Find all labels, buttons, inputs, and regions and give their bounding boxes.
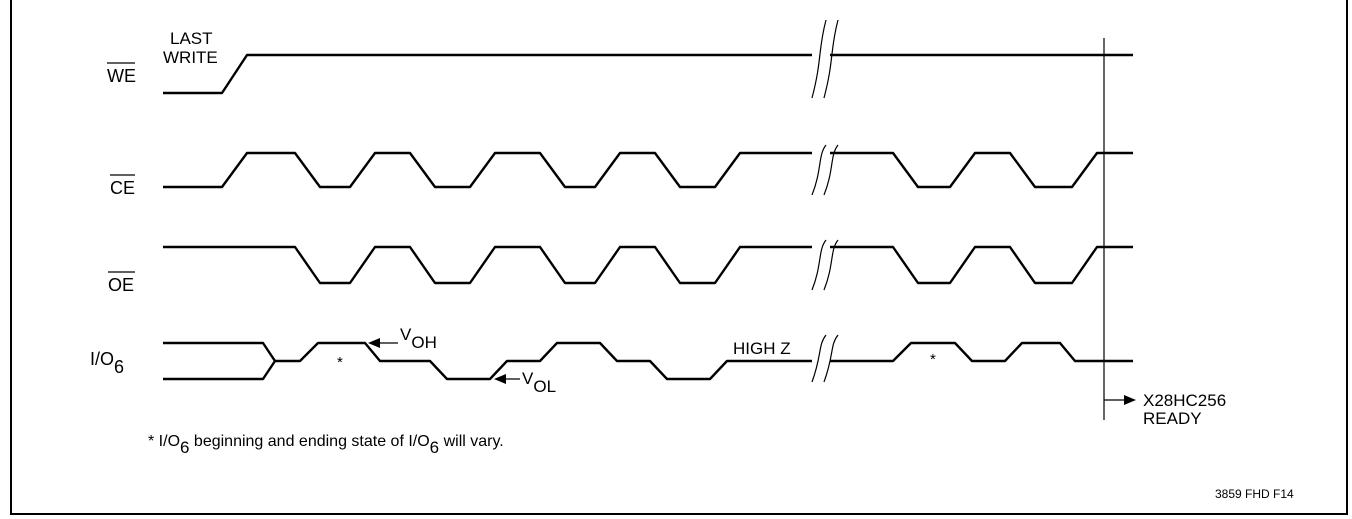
break-mark-we [811,19,839,99]
ce-label: CE [110,178,135,198]
break-mark-oe [811,239,839,291]
vol-label: VOL [522,369,556,396]
we-waveform [163,53,812,95]
star-marker-2: * [930,351,936,368]
star-marker-1: * [337,354,343,371]
footnote: * I/O6 beginning and ending state of I/O… [148,433,504,457]
voh-arrowhead [368,338,380,348]
high-z-label: HIGH Z [733,339,791,358]
io6-waveform-after-break [830,341,1133,363]
ready-arrowhead [1124,395,1136,405]
ready-device-label: X28HC256 [1143,391,1226,410]
figure-id: 3859 FHD F14 [1215,487,1294,501]
io6-upper-line [163,341,276,362]
ready-label: READY [1143,409,1202,428]
diagram-frame [10,0,1348,515]
break-mark-io6 [811,334,839,383]
we-label: WE [107,66,136,86]
write-label: WRITE [163,48,218,67]
last-label: LAST [170,29,213,48]
vol-arrowhead [494,374,506,384]
ce-waveform-after-break [830,151,1133,189]
oe-label: OE [108,275,134,295]
oe-waveform-after-break [830,245,1133,285]
io6-lower-line [163,360,276,381]
voh-label: VOH [400,325,437,352]
ce-waveform [163,151,812,189]
io6-waveform [275,341,812,381]
oe-waveform [163,245,812,285]
break-mark-ce [811,144,839,196]
io6-label: I/O6 [90,349,124,377]
